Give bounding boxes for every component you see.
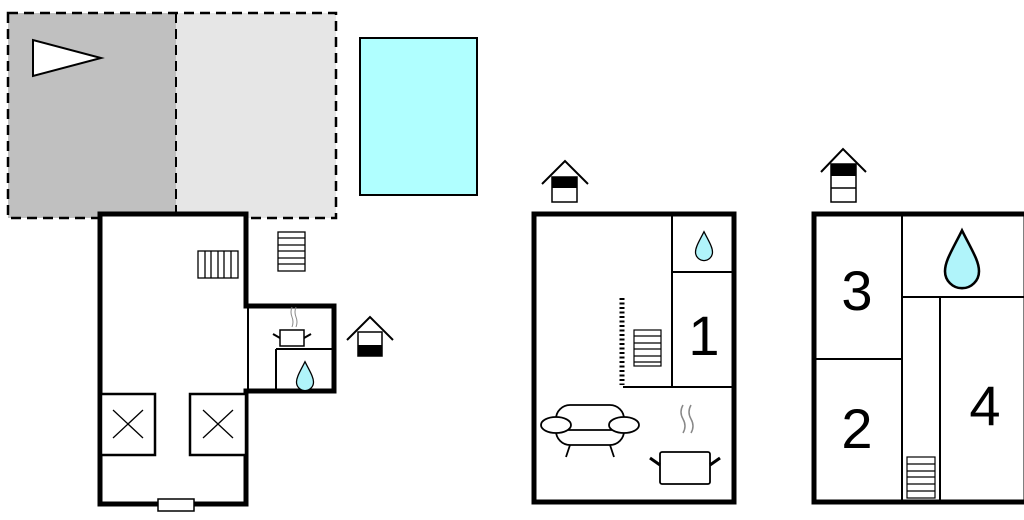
second-floor: 3 2 4 [811,147,1024,505]
room-label: 3 [841,259,872,322]
stairs-icon [906,456,936,499]
outdoor-stairs-icon [277,231,306,272]
terrace-light [176,13,336,218]
direction-arrow-icon [32,38,105,78]
terrace [6,11,338,220]
bed-icon [188,392,248,457]
kitchen-pot-icon [272,306,312,347]
room-label: 2 [841,397,872,460]
stairs-icon [633,329,662,367]
kitchen-pot-icon [649,404,721,485]
room-label: 1 [688,304,719,367]
entrance-house-icon [346,315,394,357]
stairs-icon [197,250,239,279]
ground-floor [97,211,394,512]
floor-house-icon [541,159,589,203]
bed-icon [99,392,157,457]
first-floor: 1 [531,159,737,505]
door-icon [157,498,195,512]
floor-house-icon [820,147,867,203]
pool [359,37,478,196]
room-label: 4 [969,374,1000,437]
sofa-icon [540,404,640,458]
